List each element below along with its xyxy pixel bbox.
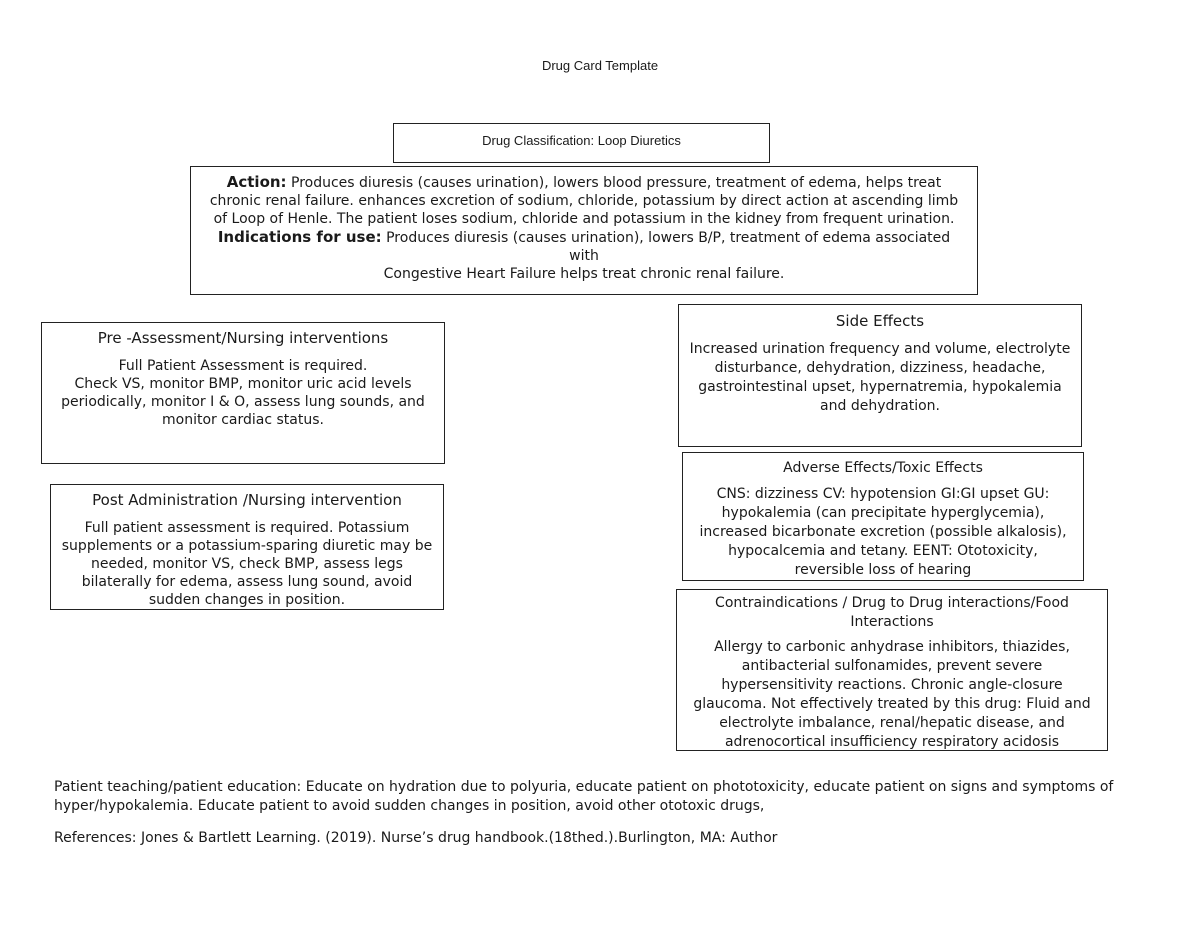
references: References: Jones & Bartlett Learning. (… bbox=[54, 830, 778, 846]
adverse-effects-heading: Adverse Effects/Toxic Effects bbox=[783, 460, 983, 476]
action-paragraph: Action: Produces diuresis (causes urinat… bbox=[201, 173, 967, 228]
side-effects-box: Side Effects Increased urination frequen… bbox=[678, 304, 1082, 447]
pre-assessment-line1: Full Patient Assessment is required. bbox=[118, 358, 368, 374]
indications-paragraph: Indications for use: Produces diuresis (… bbox=[201, 228, 967, 265]
action-box: Action: Produces diuresis (causes urinat… bbox=[190, 166, 978, 295]
post-administration-text: Full patient assessment is required. Pot… bbox=[61, 520, 433, 608]
side-effects-heading: Side Effects bbox=[835, 312, 925, 330]
contraindications-heading: Contraindications / Drug to Drug interac… bbox=[715, 595, 1069, 630]
post-administration-box: Post Administration /Nursing interventio… bbox=[50, 484, 444, 610]
indications-more-text: Congestive Heart Failure helps treat chr… bbox=[383, 266, 785, 282]
adverse-effects-box: Adverse Effects/Toxic Effects CNS: dizzi… bbox=[682, 452, 1084, 581]
action-label: Action: bbox=[226, 173, 287, 191]
pre-assessment-box: Pre -Assessment/Nursing interventions Fu… bbox=[41, 322, 445, 464]
action-text: Produces diuresis (causes urination), lo… bbox=[209, 175, 959, 227]
adverse-effects-text: CNS: dizziness CV: hypotension GI:GI ups… bbox=[699, 486, 1067, 578]
patient-teaching: Patient teaching/patient education: Educ… bbox=[54, 779, 1114, 814]
indications-text: Produces diuresis (causes urination), lo… bbox=[386, 230, 951, 264]
side-effects-text: Increased urination frequency and volume… bbox=[689, 341, 1071, 414]
post-administration-heading: Post Administration /Nursing interventio… bbox=[92, 491, 402, 509]
indications-label: Indications for use: bbox=[217, 228, 382, 246]
pre-assessment-line2: Check VS, monitor BMP, monitor uric acid… bbox=[61, 376, 425, 428]
page-title: Drug Card Template bbox=[541, 58, 659, 73]
drug-classification-box: Drug Classification: Loop Diuretics bbox=[393, 123, 770, 163]
drug-classification-text: Drug Classification: Loop Diuretics bbox=[482, 133, 681, 148]
contraindications-box: Contraindications / Drug to Drug interac… bbox=[676, 589, 1108, 751]
contraindications-text: Allergy to carbonic anhydrase inhibitors… bbox=[693, 639, 1091, 750]
pre-assessment-heading: Pre -Assessment/Nursing interventions bbox=[97, 329, 389, 347]
